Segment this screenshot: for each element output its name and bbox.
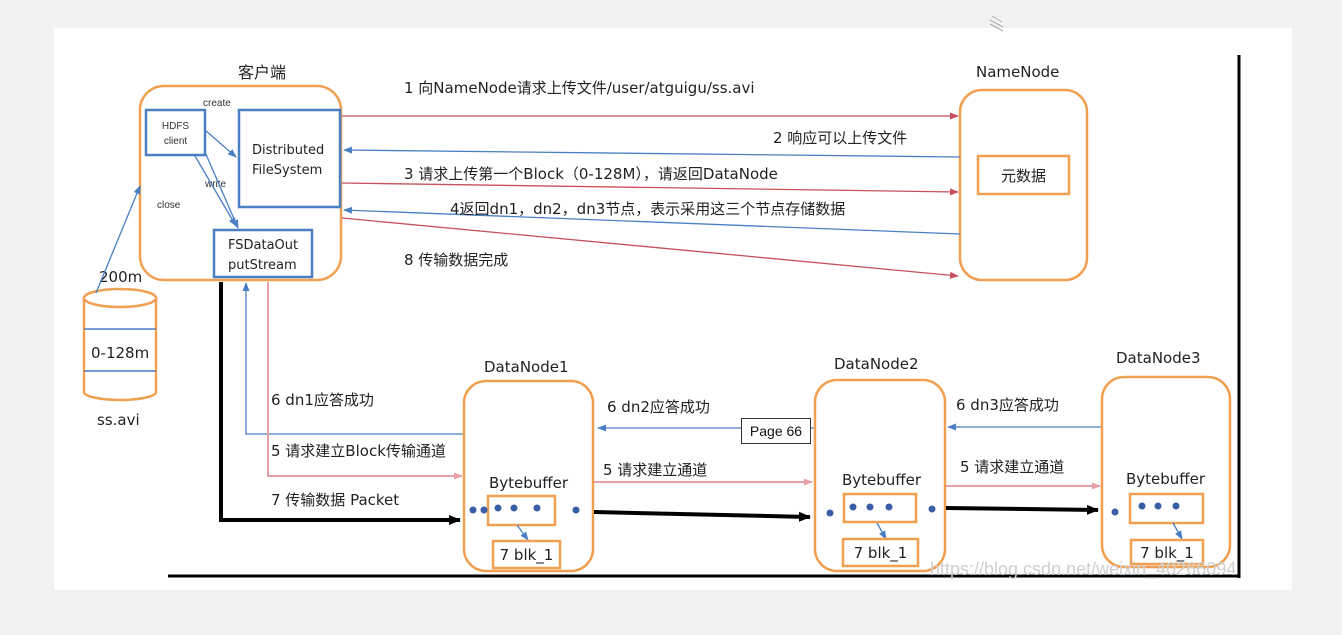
step6-dn3-label: 6 dn3应答成功 — [956, 396, 1059, 414]
step3-label: 3 请求上传第一个Block（0-128M），请返回DataNode — [404, 165, 778, 183]
datanode1-packets — [469, 504, 580, 514]
hdfs-client-line1: HDFS — [162, 121, 190, 132]
file-name-label: ss.avi — [97, 411, 140, 429]
client-title: 客户端 — [238, 63, 286, 82]
arrow-step2 — [343, 146, 961, 158]
fsdataoutputstream-box — [212, 228, 314, 279]
file-to-client-arrow — [95, 185, 141, 294]
watermark-text: https://blog.csdn.net/weixin_40266094 — [930, 559, 1236, 580]
hdfs-client-line2: client — [164, 136, 188, 147]
datanode2-buffer-label: Bytebuffer — [842, 471, 922, 489]
step8-label: 8 传输数据完成 — [404, 251, 508, 269]
fsdataoutputstream-line1: FSDataOut — [228, 238, 298, 253]
file-cylinder-body — [82, 298, 158, 402]
step4-label: 4返回dn1，dn2，dn3节点，表示采用这三个节点存储数据 — [450, 200, 845, 218]
block-range-label: 0-128m — [91, 344, 149, 362]
namenode-title: NameNode — [976, 63, 1059, 81]
datanode2-block-box — [841, 537, 920, 568]
ack-dn1-to-client — [242, 282, 464, 435]
datanode1-title: DataNode1 — [484, 358, 569, 376]
step6-dn2-label: 6 dn2应答成功 — [607, 398, 710, 416]
fsdataoutputstream-line2: putStream — [228, 258, 297, 273]
datanode3-write-arrow — [1172, 522, 1183, 540]
file-cylinder-top — [82, 287, 158, 309]
step1-label: 1 向NameNode请求上传文件/user/atguigu/ss.avi — [404, 79, 755, 97]
datanode2-write-arrow — [876, 522, 887, 540]
datanode3-buffer-label: Bytebuffer — [1126, 470, 1206, 488]
step7-packet-label: 7 传输数据 Packet — [271, 491, 399, 509]
distributed-fs-line2: FileSystem — [252, 163, 322, 178]
datanode1-write-arrow — [516, 524, 529, 541]
distributed-fs-box — [237, 108, 342, 209]
arrow-step3 — [341, 182, 959, 196]
metadata-box — [976, 154, 1071, 196]
step5-dn3-label: 5 请求建立通道 — [960, 458, 1064, 476]
packet-transfer-to-dn1 — [219, 282, 461, 525]
file-size-label: 200m — [99, 268, 142, 286]
packet-transfer-dn2-to-dn3 — [945, 504, 1099, 515]
page-number-label: Page 66 — [741, 418, 811, 444]
write-arrow — [204, 151, 239, 229]
close-label: close — [157, 200, 181, 211]
datanode2-title: DataNode2 — [834, 355, 919, 373]
arrow-step8 — [341, 217, 959, 279]
datanode1-block-label: 7 blk_1 — [500, 546, 554, 565]
create-arrow — [204, 129, 237, 158]
datanode1-buffer-label: Bytebuffer — [489, 474, 569, 492]
datanode2-packets — [826, 503, 936, 517]
hatch-decoration — [989, 15, 1004, 32]
step5-block-label: 5 请求建立Block传输通道 — [271, 442, 446, 460]
arrow-step4 — [343, 206, 961, 235]
create-label: create — [203, 98, 231, 109]
datanode3-block-box — [1129, 538, 1205, 566]
datanode3-block-label: 7 blk_1 — [1140, 544, 1194, 563]
hdfs-client-box — [144, 108, 207, 157]
step6-dn1-label: 6 dn1应答成功 — [271, 391, 374, 409]
datanode2-block-label: 7 blk_1 — [854, 544, 908, 563]
metadata-label: 元数据 — [1001, 167, 1046, 185]
packet-transfer-dn1-to-dn2 — [593, 510, 811, 522]
datanode1-block-box — [491, 539, 562, 570]
datanode3-packets — [1111, 502, 1180, 516]
distributed-fs-line1: Distributed — [252, 143, 324, 158]
datanode3-title: DataNode3 — [1116, 349, 1201, 367]
request-pipeline-to-dn1 — [267, 282, 463, 480]
close-arrow — [194, 155, 237, 227]
step5-dn2-label: 5 请求建立通道 — [603, 461, 707, 479]
write-label: write — [204, 179, 227, 190]
step2-label: 2 响应可以上传文件 — [773, 129, 907, 147]
